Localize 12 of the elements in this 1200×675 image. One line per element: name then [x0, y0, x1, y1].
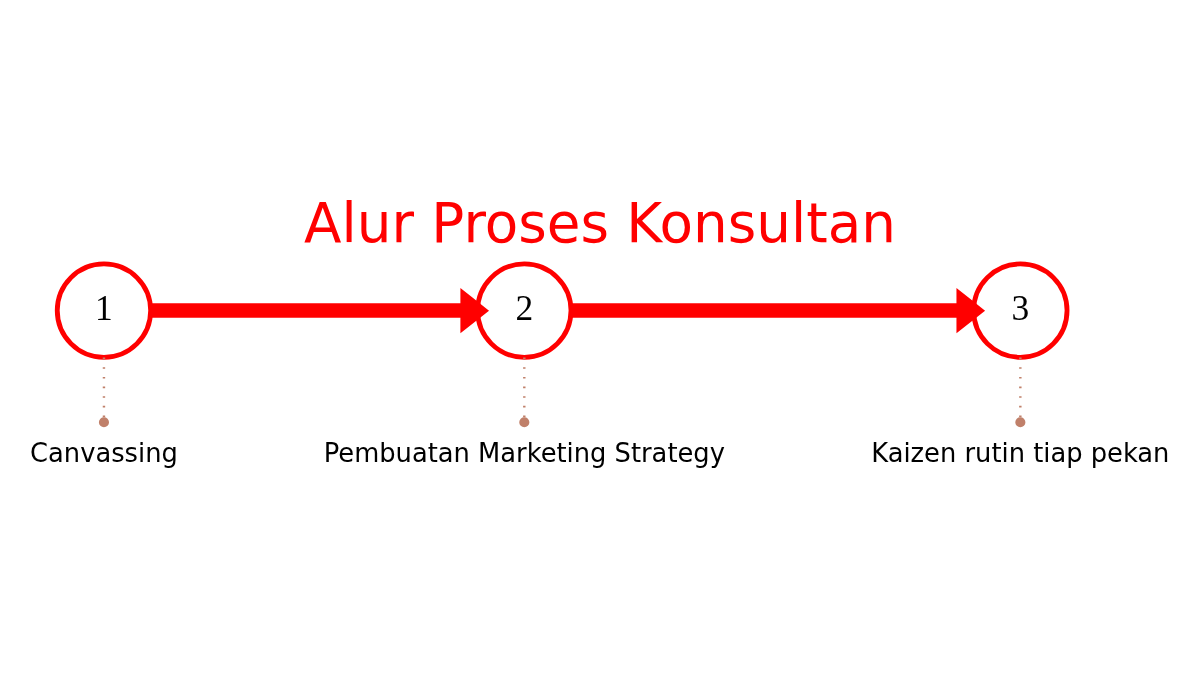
connector [98, 357, 110, 427]
arrow [571, 287, 986, 333]
connector [1015, 357, 1026, 427]
diagram-title: Alur Proses Konsultan [304, 190, 896, 255]
node-circle: 3 [971, 261, 1070, 360]
node-text: Kaizen rutin tiap pekan [871, 437, 1170, 468]
node-circle: 2 [475, 261, 574, 360]
node-text: Canvassing [30, 437, 178, 468]
node-text: Pembuatan Marketing Strategy [323, 437, 725, 468]
connector [519, 357, 530, 427]
node-circle: 1 [54, 261, 154, 360]
arrow [151, 287, 489, 333]
